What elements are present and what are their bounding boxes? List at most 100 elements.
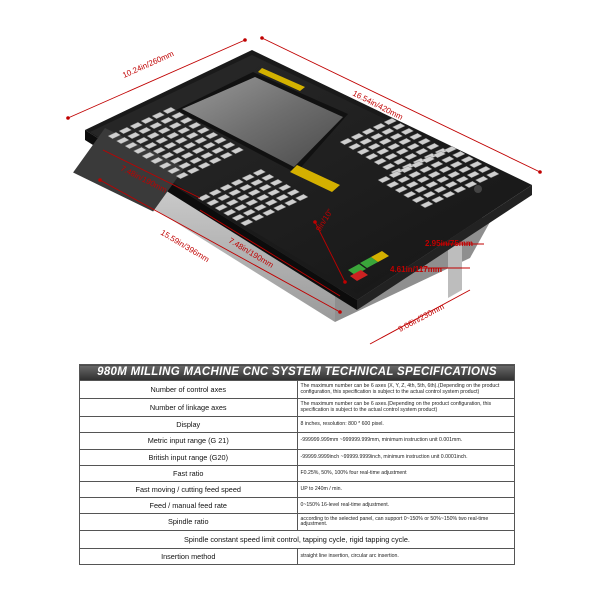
keypad-left <box>73 128 185 212</box>
key <box>168 122 182 129</box>
key <box>185 132 199 139</box>
key <box>405 181 419 188</box>
key <box>166 132 180 139</box>
key <box>151 112 165 119</box>
cnc-controller-illustration: 10.24in/260mm 16.54in/420mm 7.48in/190mm… <box>66 36 542 345</box>
key <box>240 219 254 226</box>
spec-value: The maximum number can be 6 axes.(Depend… <box>296 398 515 417</box>
key <box>392 123 406 130</box>
table-row-last: Insertion method straight line insertion… <box>79 548 515 565</box>
key <box>264 199 278 206</box>
key <box>269 179 283 186</box>
key <box>394 186 408 193</box>
key <box>138 127 152 134</box>
key <box>171 112 185 119</box>
table-title: 980M MILLING MACHINE CNC SYSTEM TECHNICA… <box>79 364 515 381</box>
key <box>425 181 439 188</box>
key <box>372 123 386 130</box>
key <box>376 148 390 155</box>
key <box>230 179 244 186</box>
key <box>475 176 489 183</box>
key <box>384 153 398 160</box>
key <box>464 181 478 188</box>
key <box>155 137 169 144</box>
key <box>261 174 275 181</box>
key <box>477 166 491 173</box>
key <box>158 162 172 169</box>
key <box>186 167 200 174</box>
key <box>211 147 225 154</box>
key <box>144 142 158 149</box>
key <box>230 147 244 154</box>
key <box>188 122 202 129</box>
key <box>242 209 256 216</box>
key <box>469 161 483 168</box>
key <box>361 128 375 135</box>
dim-label-top-left: 10.24in/260mm <box>121 49 175 80</box>
key <box>140 117 154 124</box>
key <box>419 166 433 173</box>
key <box>167 167 181 174</box>
key <box>250 179 264 186</box>
key <box>231 214 245 221</box>
key <box>382 163 396 170</box>
table-row-full: Spindle constant speed limit control, ta… <box>79 530 515 549</box>
key <box>393 158 407 165</box>
key <box>189 157 203 164</box>
key <box>378 138 392 145</box>
key <box>258 184 272 191</box>
dim-label-bottom-right: 9.06in/230mm <box>397 302 446 334</box>
key <box>486 171 500 178</box>
key <box>196 127 210 134</box>
key <box>388 171 402 178</box>
key <box>107 132 121 139</box>
key <box>141 152 155 159</box>
key <box>273 204 287 211</box>
key <box>436 176 450 183</box>
key <box>208 157 222 164</box>
key <box>253 204 267 211</box>
key <box>443 146 457 153</box>
spec-value: -999999.999mm ~999999.999mm, minimum ins… <box>296 432 515 450</box>
key <box>370 133 384 140</box>
key <box>400 128 414 135</box>
table-row: Metric input range (G 21)-999999.999mm ~… <box>79 432 515 450</box>
key <box>116 137 130 144</box>
key <box>256 194 270 201</box>
key <box>205 132 219 139</box>
key <box>399 166 413 173</box>
key <box>442 191 456 198</box>
key <box>409 133 423 140</box>
function-keys <box>290 165 482 281</box>
key <box>430 161 444 168</box>
key <box>180 152 194 159</box>
spec-value: according to the selected panel, can sup… <box>296 513 515 531</box>
key <box>251 214 265 221</box>
key <box>398 138 412 145</box>
key <box>359 138 373 145</box>
key <box>213 137 227 144</box>
key <box>386 181 400 188</box>
key <box>417 138 431 145</box>
dim-label-right-small: 2.95in/75mm <box>425 239 473 248</box>
key <box>373 158 387 165</box>
spec-label: Number of control axes <box>79 380 298 399</box>
key <box>172 147 186 154</box>
spec-value: -99999.9999inch ~99999.9999inch, minimum… <box>296 449 515 466</box>
key <box>179 117 193 124</box>
key <box>339 138 353 145</box>
spec-value: 8 inches, resolution: 800 * 600 pixel. <box>296 416 515 433</box>
key <box>395 148 409 155</box>
key <box>245 199 259 206</box>
key <box>410 161 424 168</box>
key <box>444 181 458 188</box>
key <box>389 133 403 140</box>
key <box>191 147 205 154</box>
key <box>222 142 236 149</box>
key <box>422 191 436 198</box>
